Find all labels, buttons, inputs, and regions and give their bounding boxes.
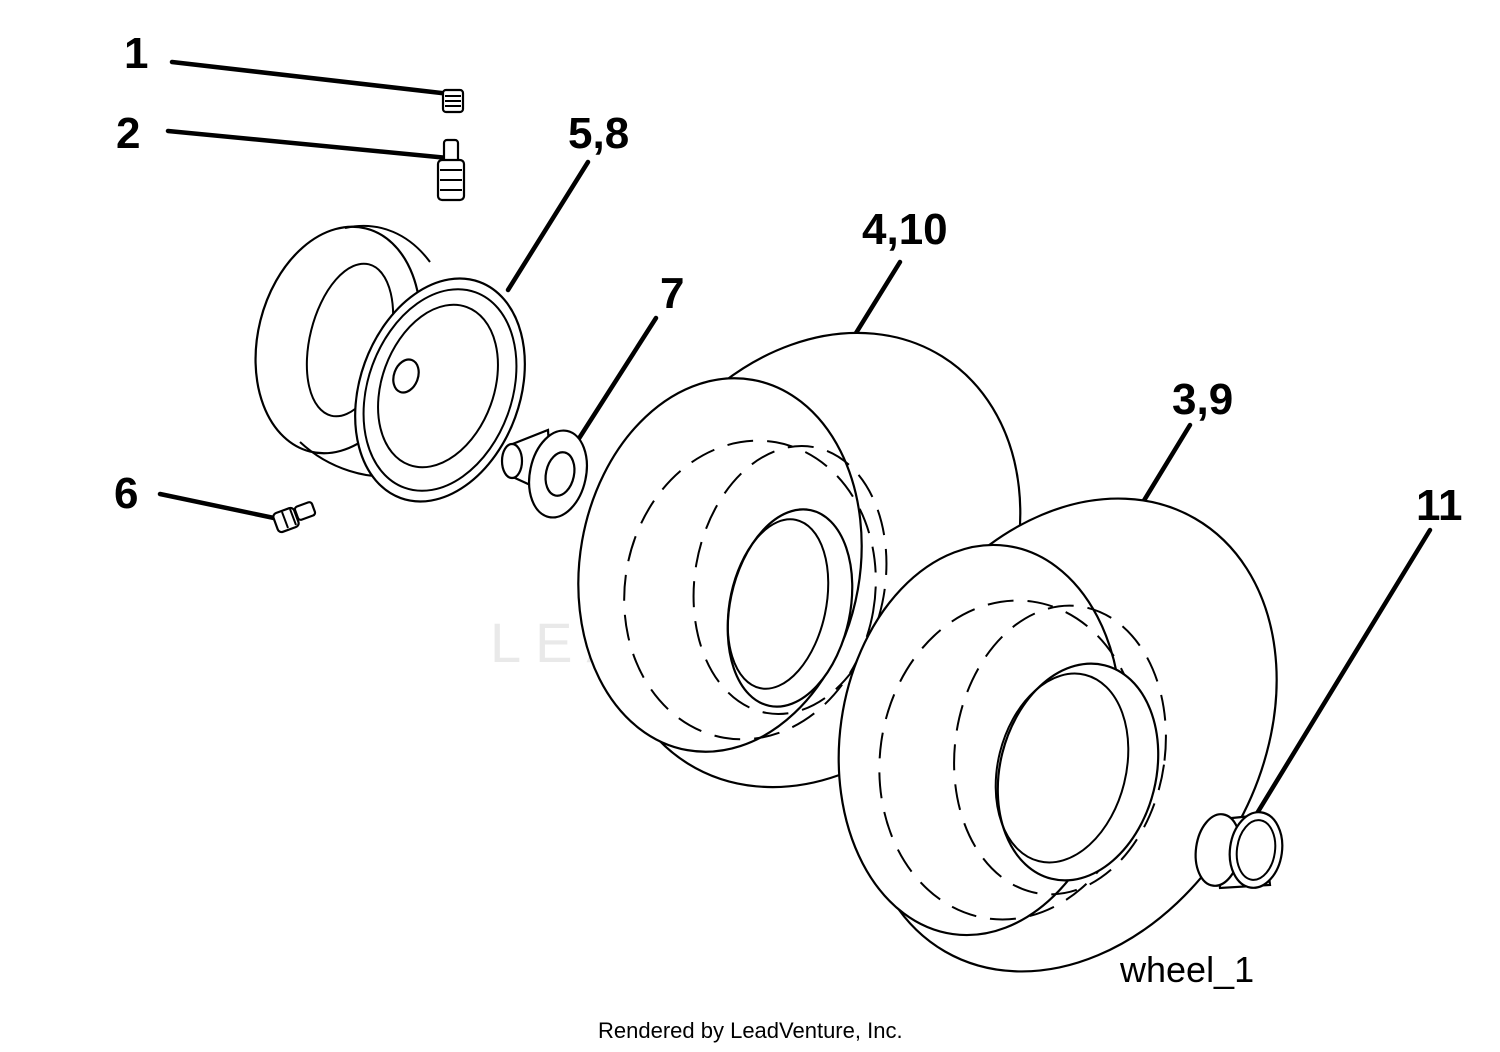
grease-fitting-part (272, 501, 317, 534)
callout-4-10: 4,10 (862, 205, 948, 254)
hub-cap-part (1194, 811, 1284, 890)
valve-stem-part (436, 138, 466, 202)
callout-3-9: 3,9 (1172, 375, 1233, 424)
leader-line-1 (169, 59, 453, 97)
figure-id: wheel_1 (1119, 949, 1254, 990)
leader-line-2 (165, 128, 451, 161)
callout-labels: 1 2 5,8 7 4,10 6 3,9 11 (114, 29, 1463, 530)
leader-line-5-8 (505, 159, 591, 293)
bushing-part (500, 428, 588, 519)
leader-line-11 (1253, 527, 1433, 818)
callout-6: 6 (114, 469, 138, 518)
callout-1: 1 (124, 29, 148, 78)
leader-line-6 (157, 491, 277, 521)
leader-line-7 (575, 315, 659, 443)
callout-7: 7 (660, 269, 684, 318)
callout-5-8: 5,8 (568, 109, 629, 158)
footer-credit: Rendered by LeadVenture, Inc. (598, 1018, 903, 1043)
callout-11: 11 (1416, 481, 1463, 530)
valve-cap-part (441, 88, 465, 114)
rear-tire-part (837, 497, 1278, 973)
callout-2: 2 (116, 109, 140, 158)
rim-part (254, 224, 526, 503)
